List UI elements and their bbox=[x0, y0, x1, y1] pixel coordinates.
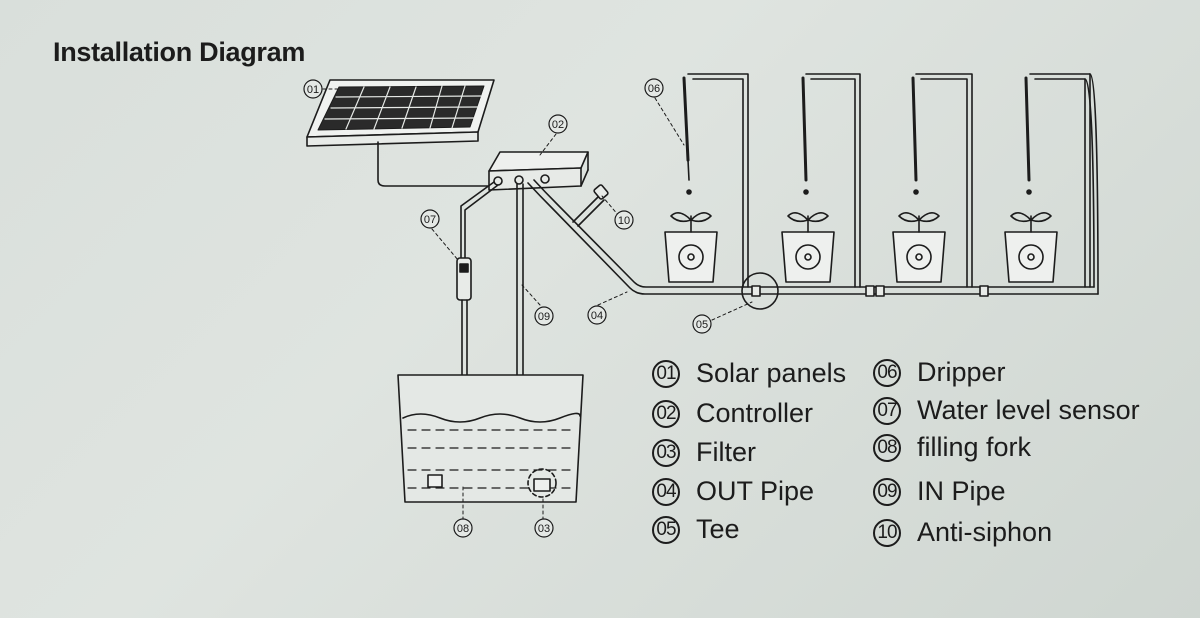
legend-item: 02 Controller bbox=[652, 398, 813, 429]
legend-number: 08 bbox=[873, 433, 901, 462]
callout-water-level-sensor: 07 bbox=[424, 214, 436, 226]
legend-item: 01 Solar panels bbox=[652, 358, 846, 389]
legend-number: 05 bbox=[652, 515, 680, 544]
legend-label: Dripper bbox=[917, 357, 1006, 387]
legend-item: 08 filling fork bbox=[873, 432, 1031, 463]
legend-label: Filter bbox=[696, 437, 756, 467]
legend-item: 04 OUT Pipe bbox=[652, 476, 814, 507]
legend-item: 06 Dripper bbox=[873, 357, 1006, 388]
callout-dripper: 06 bbox=[648, 83, 660, 95]
controller bbox=[488, 151, 589, 191]
legend-label: Tee bbox=[696, 514, 740, 544]
legend-number: 01 bbox=[652, 359, 680, 388]
legend-number: 09 bbox=[873, 477, 901, 506]
callout-tee: 05 bbox=[696, 319, 708, 331]
legend-number: 10 bbox=[873, 518, 901, 547]
legend-number: 02 bbox=[652, 399, 680, 428]
callout-filling-fork: 08 bbox=[457, 523, 469, 535]
callout-out-pipe: 04 bbox=[591, 310, 603, 322]
legend-number: 07 bbox=[873, 396, 901, 425]
legend-label: Anti-siphon bbox=[917, 517, 1053, 547]
legend-number: 03 bbox=[652, 438, 680, 467]
legend-item: 07 Water level sensor bbox=[873, 395, 1140, 426]
legend-item: 05 Tee bbox=[652, 514, 740, 545]
callout-in-pipe: 09 bbox=[538, 311, 550, 323]
legend-label: Solar panels bbox=[696, 358, 847, 388]
callout-anti-siphon: 10 bbox=[618, 215, 630, 227]
callout-filter: 03 bbox=[538, 523, 550, 535]
legend-number: 04 bbox=[652, 477, 680, 506]
legend-label: Water level sensor bbox=[917, 395, 1140, 425]
legend-number: 06 bbox=[873, 358, 901, 387]
callout-solar-panel: 01 bbox=[307, 84, 319, 96]
legend-label: filling fork bbox=[917, 432, 1032, 462]
solar-panel bbox=[306, 79, 495, 147]
callout-controller: 02 bbox=[552, 119, 564, 131]
legend-label: OUT Pipe bbox=[696, 476, 815, 506]
legend-item: 09 IN Pipe bbox=[873, 476, 1006, 507]
legend-label: IN Pipe bbox=[917, 476, 1006, 506]
legend-label: Controller bbox=[696, 398, 814, 428]
legend-item: 03 Filter bbox=[652, 437, 756, 468]
page-title: Installation Diagram bbox=[53, 37, 306, 67]
legend-item: 10 Anti-siphon bbox=[873, 517, 1052, 548]
